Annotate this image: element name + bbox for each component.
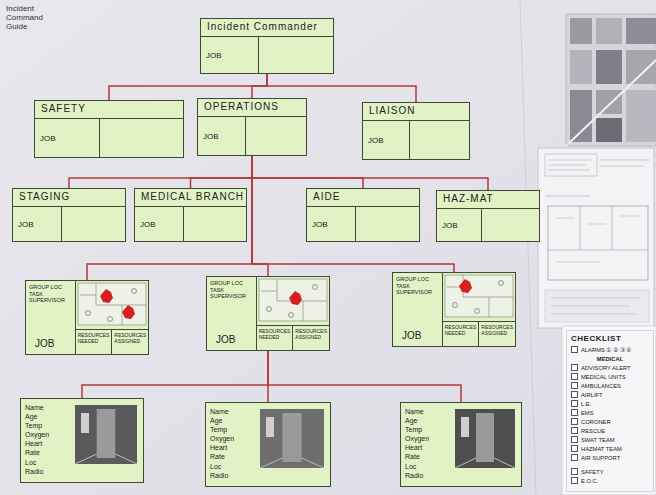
checklist-item: MEDICAL UNITS [581, 374, 626, 380]
org-connector [252, 74, 267, 98]
org-connector [252, 156, 454, 272]
role-title: STAGING [19, 191, 119, 202]
vital-fields: Name Age Temp Oxygen Heart Rate Loc Radi… [210, 407, 234, 480]
camera-photo [256, 403, 330, 486]
org-connector [252, 156, 363, 188]
checkbox [571, 364, 578, 371]
checklist-item: SAFETY [581, 469, 604, 475]
job-label: JOB [312, 220, 328, 229]
checklist-item: L.E. [581, 401, 591, 407]
checkbox [571, 477, 578, 484]
floor-plan-sheet [538, 148, 654, 328]
checkbox [571, 346, 578, 353]
info-fields: GROUP LOC TASK SUPERVISOR [29, 284, 65, 304]
checkbox [571, 454, 578, 461]
resource-field: RESOURCES NEEDED [259, 328, 291, 340]
checkbox [571, 409, 578, 416]
org-connector [82, 351, 268, 398]
checkbox [571, 382, 578, 389]
job-label: JOB [396, 330, 439, 343]
role-card: MEDICAL BRANCH JOB [134, 188, 247, 242]
org-connector [191, 156, 253, 188]
role-card: HAZ-MAT JOB [436, 190, 540, 242]
checklist-item: AIRLIFT [581, 392, 603, 398]
checkbox [571, 400, 578, 407]
job-label: JOB [29, 338, 72, 351]
vital-fields: Name Age Temp Oxygen Heart Rate Loc Radi… [25, 403, 49, 476]
role-title: AIDE [313, 191, 413, 202]
role-card: LIAISON JOB [362, 102, 470, 160]
checklist-heading: CHECKLIST [571, 334, 649, 343]
resource-field: RESOURCES ASSIGNED [114, 332, 146, 344]
mini-floor-map [443, 273, 515, 321]
street-map [566, 14, 656, 146]
job-label: JOB [140, 220, 156, 229]
checklist-item: HAZMAT TEAM [581, 446, 622, 452]
checkbox [571, 445, 578, 452]
org-connector [252, 156, 488, 190]
info-fields: GROUP LOC TASK SUPERVISOR [210, 280, 246, 300]
checkbox [571, 418, 578, 425]
vital-fields: Name Age Temp Oxygen Heart Rate Loc Radi… [405, 407, 429, 480]
checklist-item: RESCUE [581, 428, 605, 434]
team-card: GROUP LOC TASK SUPERVISOR JOB RESOURCES NE… [206, 276, 330, 351]
role-title: OPERATIONS [204, 101, 300, 112]
mini-floor-map [257, 277, 329, 325]
checklist-item: CORONER [581, 419, 611, 425]
resource-field: RESOURCES ASSIGNED [481, 324, 513, 336]
job-label: JOB [18, 220, 34, 229]
checkbox [571, 373, 578, 380]
role-card: SAFETY JOB [34, 100, 184, 158]
role-title: HAZ-MAT [443, 193, 533, 204]
resource-field: RESOURCES NEEDED [78, 332, 110, 344]
checklist-item: AMBULANCES [581, 383, 621, 389]
job-label: JOB [442, 221, 458, 230]
org-connector [109, 74, 267, 100]
checkbox [571, 468, 578, 475]
checklist-item: E.O.C. [581, 478, 598, 484]
checklist-panel: CHECKLIST ALARMS ① ② ③ ④ MEDICAL ADVISORY A… [566, 330, 654, 492]
checkbox [571, 391, 578, 398]
job-label: JOB [203, 132, 219, 141]
checkbox [571, 436, 578, 443]
info-fields: GROUP LOC TASK SUPERVISOR [396, 276, 432, 296]
job-label: JOB [210, 334, 253, 347]
role-card: OPERATIONS JOB [197, 98, 307, 156]
role-card: Incident CommanderJOB [200, 18, 334, 74]
role-title: MEDICAL BRANCH [141, 191, 240, 202]
role-card: STAGING JOB [12, 188, 126, 242]
role-card: AIDE JOB [306, 188, 420, 242]
patient-card: Name Age Temp Oxygen Heart Rate Loc Radi… [20, 398, 144, 483]
job-label: JOB [368, 136, 384, 145]
checklist-item: EMS [581, 410, 594, 416]
team-card: GROUP LOC TASK SUPERVISOR JOB RESOURCES NE… [392, 272, 516, 347]
role-title: Incident Commander [207, 21, 327, 32]
camera-photo [71, 399, 143, 482]
resource-field: RESOURCES ASSIGNED [295, 328, 327, 340]
checklist-subheading: MEDICAL [597, 356, 623, 362]
checklist-item: ADVISORY ALERT [581, 365, 631, 371]
org-connector [252, 156, 268, 276]
checklist-item: SWAT TEAM [581, 437, 615, 443]
checklist-item: AIR SUPPORT [581, 455, 620, 461]
camera-photo [451, 403, 521, 486]
patient-card: Name Age Temp Oxygen Heart Rate Loc Radi… [400, 402, 522, 487]
checkbox [571, 427, 578, 434]
checklist-sheet [562, 326, 656, 495]
role-title: LIAISON [369, 105, 463, 116]
patient-card: Name Age Temp Oxygen Heart Rate Loc Radi… [205, 402, 331, 487]
mini-floor-map [76, 281, 148, 329]
diagram-title: Incident Command Guide [6, 4, 43, 32]
resource-field: RESOURCES NEEDED [445, 324, 477, 336]
role-title: SAFETY [41, 103, 177, 114]
checklist-item: ALARMS ① ② ③ ④ [581, 347, 631, 353]
team-card: GROUP LOC TASK SUPERVISOR JOB RESOURCES NE… [25, 280, 149, 355]
org-connector [69, 156, 252, 188]
org-connector [268, 351, 461, 402]
job-label: JOB [40, 134, 56, 143]
job-label: JOB [206, 51, 222, 60]
